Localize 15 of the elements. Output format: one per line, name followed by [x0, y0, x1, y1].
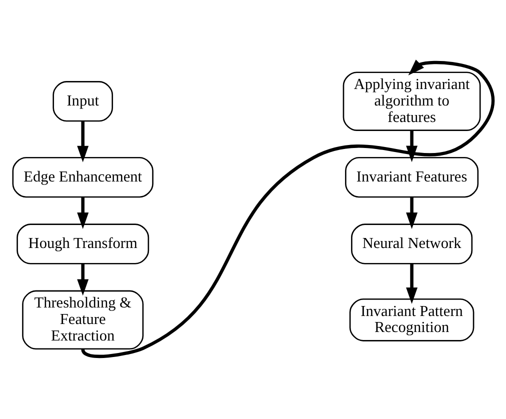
arrow	[406, 264, 418, 304]
node-box: Hough Transform	[16, 224, 150, 264]
node-box: Invariant Features	[345, 156, 479, 198]
arrow	[77, 264, 89, 296]
node-box: Invariant Pattern Recognition	[349, 298, 474, 342]
node-box: Thresholding & Feature Extraction	[22, 290, 144, 350]
node-box: Applying invariant algorithm to features	[342, 72, 481, 131]
arrow	[406, 197, 418, 229]
node-box: Edge Enhancement	[12, 156, 154, 198]
arrow	[406, 130, 418, 162]
arrow	[77, 197, 89, 229]
node-box: Neural Network	[351, 224, 473, 264]
arrow	[77, 121, 89, 162]
arrow	[82, 60, 494, 358]
node-box: Input	[52, 81, 114, 122]
